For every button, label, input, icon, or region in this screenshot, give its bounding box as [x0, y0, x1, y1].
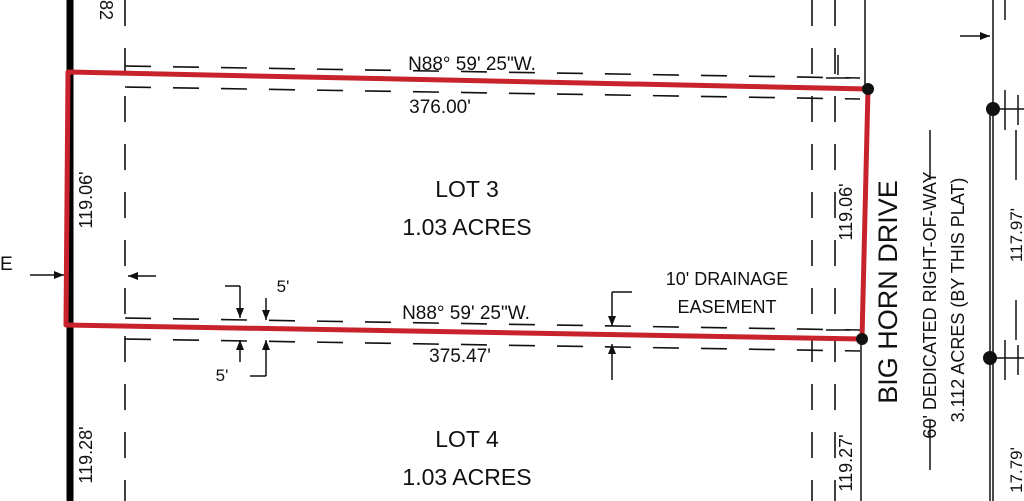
easement-label-line2: EASEMENT [677, 297, 776, 317]
lot-3-west-distance: 119.06' [76, 171, 96, 228]
road-area: 3.112 ACRES (BY THIS PLAT) [948, 178, 968, 423]
left-edge-label: E [0, 254, 13, 275]
lot-4-north-bearing: N88° 59' 25"W. [402, 303, 530, 324]
easement-offset-bottom: 5' [216, 366, 229, 385]
lot-3-north-bearing: N88° 59' 25"W. [408, 54, 536, 75]
road-name: BIG HORN DRIVE [873, 180, 903, 404]
lot-3-name: LOT 3 [435, 176, 499, 202]
lot-4-east-distance: 119.27' [836, 434, 856, 491]
dimension-arrows [30, 55, 850, 380]
east-lot-lower-distance: 17.79' [1007, 447, 1024, 493]
lot-4-west-distance: 119.28' [76, 426, 96, 483]
east-lot-upper-distance: 117.97' [1007, 208, 1024, 262]
easement-label-line1: 10' DRAINAGE [666, 269, 788, 289]
road-right-of-way: 60' DEDICATED RIGHT-OF-WAY [920, 171, 940, 438]
easement-offset-top: 5' [277, 277, 290, 296]
setback-lines [124, 0, 861, 501]
lot-4-area: 1.03 ACRES [402, 464, 531, 490]
monument-markers [856, 83, 1000, 365]
lot-4-name: LOT 4 [435, 426, 499, 452]
lot-3-area: 1.03 ACRES [402, 214, 531, 240]
lot-4-north-distance: 375.47' [429, 346, 491, 367]
lot-3-east-distance: 119.06' [836, 183, 856, 240]
top-edge-label: 82 [96, 0, 116, 20]
lot-3-north-distance: 376.00' [409, 97, 471, 118]
